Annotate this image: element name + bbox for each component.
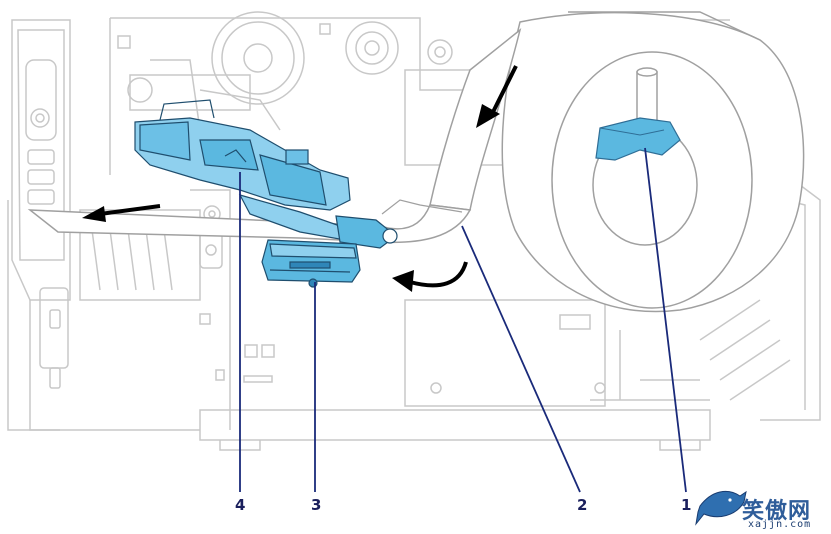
printhead-assembly xyxy=(134,99,398,249)
watermark-url: xajjn.com xyxy=(748,519,812,530)
media-roll xyxy=(501,11,805,313)
arrow-down-head-icon xyxy=(476,104,500,128)
arrow-left-head-icon xyxy=(82,206,106,222)
callout-label-2: 2 xyxy=(577,496,588,514)
media-guide xyxy=(595,117,681,161)
arrow-curve-icon xyxy=(409,261,468,288)
path-arrows xyxy=(82,65,518,292)
arrow-down-icon xyxy=(488,65,518,119)
shark-logo xyxy=(695,490,747,526)
watermark-text: 笑傲网 xyxy=(742,499,812,524)
arrow-left-icon xyxy=(99,204,161,216)
printhead-lower-assembly xyxy=(261,239,361,288)
arrow-curve-head-icon xyxy=(392,270,414,292)
callout-label-3: 3 xyxy=(311,496,322,514)
leader-line-2 xyxy=(461,225,581,493)
callout-label-4: 4 xyxy=(235,496,246,514)
leader-lines xyxy=(239,147,687,493)
callout-label-1: 1 xyxy=(681,496,692,514)
leader-line-1 xyxy=(644,147,687,493)
